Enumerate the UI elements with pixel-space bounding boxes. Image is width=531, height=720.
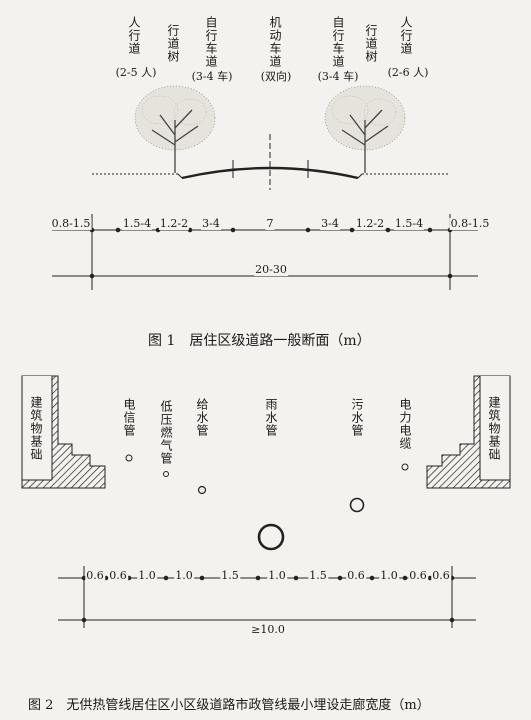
fig2-dim-5: 1.5 xyxy=(220,569,240,582)
label-bike-left: 自行车道 xyxy=(204,16,218,68)
label-sidewalk-left-sub: (2-5 人) xyxy=(115,66,157,79)
label-gas-pipe: 低压燃气管 xyxy=(159,400,173,465)
label-rain-pipe: 雨水管 xyxy=(264,398,278,437)
fig1-dim-3: 1.2-2 xyxy=(158,217,190,230)
fig1-dim-7: 1.2-2 xyxy=(354,217,386,230)
fig1-dim-2: 1.5-4 xyxy=(121,217,153,230)
telecom-pipe xyxy=(125,454,133,462)
fig1-dim-6: 3-4 xyxy=(320,217,340,230)
label-sidewalk-right: 人行道 xyxy=(399,16,413,55)
label-sidewalk-left: 人行道 xyxy=(127,16,141,55)
fig2-dim-8: 0.6 xyxy=(346,569,366,582)
sewage-pipe xyxy=(349,497,365,513)
fig2-dim-4: 1.0 xyxy=(174,569,194,582)
label-tree-right: 行道树 xyxy=(364,24,378,63)
label-bike-right-sub: (3-4 车) xyxy=(317,70,359,83)
figure1-caption: 图 1 居住区级道路一般断面（m） xyxy=(148,333,371,349)
label-sewage-pipe: 污水管 xyxy=(350,398,364,437)
label-bike-right: 自行车道 xyxy=(331,16,345,68)
label-water-supply-pipe: 给水管 xyxy=(195,398,209,437)
label-power-cable: 电力电缆 xyxy=(398,398,412,450)
tree-right xyxy=(324,85,406,173)
building-foundation-right xyxy=(426,375,511,489)
fig2-dim-1: 0.6 xyxy=(85,569,105,582)
water-supply-pipe xyxy=(197,485,207,495)
fig2-dim-3: 1.0 xyxy=(137,569,157,582)
fig1-total-width: 20-30 xyxy=(254,263,288,276)
rain-pipe xyxy=(257,523,285,551)
label-motor-lane: 机动车道 xyxy=(268,16,282,68)
fig2-dim-9: 1.0 xyxy=(379,569,399,582)
gas-pipe xyxy=(163,471,169,477)
fig2-dim-7: 1.5 xyxy=(308,569,328,582)
label-tree-left: 行道树 xyxy=(166,24,180,63)
label-bike-left-sub: (3-4 车) xyxy=(191,70,233,83)
fig1-dim-4: 3-4 xyxy=(201,217,221,230)
fig2-dim-11: 0.6 xyxy=(431,569,451,582)
fig2-dim-2: 0.6 xyxy=(108,569,128,582)
fig2-dim-10: 0.6 xyxy=(408,569,428,582)
fig1-dim-1: 0.8-1.5 xyxy=(50,217,92,230)
road-profile xyxy=(92,134,450,190)
fig2-total-width: ≥10.0 xyxy=(250,623,286,636)
label-motor-lane-sub: (双向) xyxy=(260,70,292,83)
fig1-dim-8: 1.5-4 xyxy=(393,217,425,230)
power-cable xyxy=(401,463,409,471)
building-foundation-left xyxy=(21,375,106,489)
label-telecom-pipe: 电信管 xyxy=(122,398,136,437)
figure2-caption: 图 2 无供热管线居住区小区级道路市政管线最小埋设走廊宽度（m） xyxy=(28,698,430,713)
fig1-dim-5: 7 xyxy=(265,217,275,230)
label-sidewalk-right-sub: (2-6 人) xyxy=(387,66,429,79)
fig1-dim-9: 0.8-1.5 xyxy=(449,217,491,230)
fig2-dim-6: 1.0 xyxy=(267,569,287,582)
label-building-left: 建筑物基础 xyxy=(29,396,43,461)
tree-left xyxy=(134,85,216,173)
label-building-right: 建筑物基础 xyxy=(487,396,501,461)
